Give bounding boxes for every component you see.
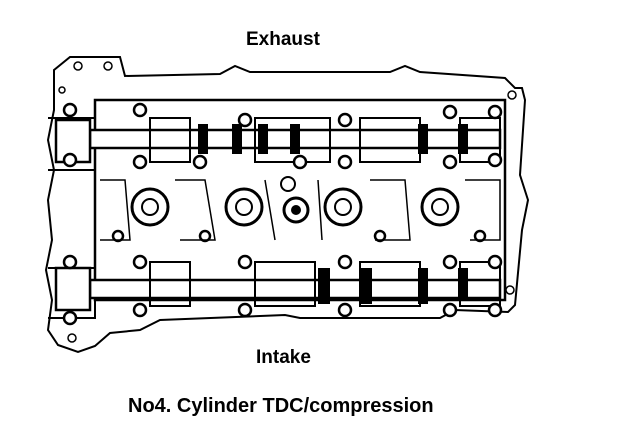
exhaust-bearing-cap xyxy=(359,117,421,163)
intake-bearing-cap xyxy=(149,261,191,307)
spark-plug-well xyxy=(420,187,460,227)
exhaust-cam-lobe xyxy=(258,124,268,154)
intake-cam-lobe xyxy=(318,268,330,304)
spark-plug-wells xyxy=(130,187,460,227)
exhaust-camshaft xyxy=(88,117,502,163)
intake-bearing-cap xyxy=(254,261,316,307)
exhaust-cam-lobe xyxy=(198,124,208,154)
intake-cam-lobe xyxy=(418,268,428,304)
exhaust-bearing-cap xyxy=(149,117,191,163)
exhaust-cam-lobe xyxy=(418,124,428,154)
intake-bearing-cap xyxy=(359,261,421,307)
exhaust-label: Exhaust xyxy=(246,29,320,50)
exhaust-cam-lobe xyxy=(458,124,468,154)
spark-plug-well xyxy=(323,187,363,227)
exhaust-bearing-cap xyxy=(254,117,331,163)
spark-plug-well xyxy=(130,187,170,227)
head-bolts xyxy=(62,102,503,326)
intake-label: Intake xyxy=(256,347,311,368)
intake-sprocket xyxy=(54,266,92,312)
spark-plug-well xyxy=(224,187,264,227)
exhaust-bearing-cap xyxy=(459,117,501,163)
intake-camshaft xyxy=(54,261,502,312)
exhaust-cam-lobe xyxy=(232,124,242,154)
intake-cam-lobe xyxy=(458,268,468,298)
exhaust-cam-lobe xyxy=(290,124,300,154)
diagram-caption: No4. Cylinder TDC/compression xyxy=(128,395,434,417)
intake-bearing-cap xyxy=(459,261,501,307)
intake-cam-lobe xyxy=(360,268,372,304)
